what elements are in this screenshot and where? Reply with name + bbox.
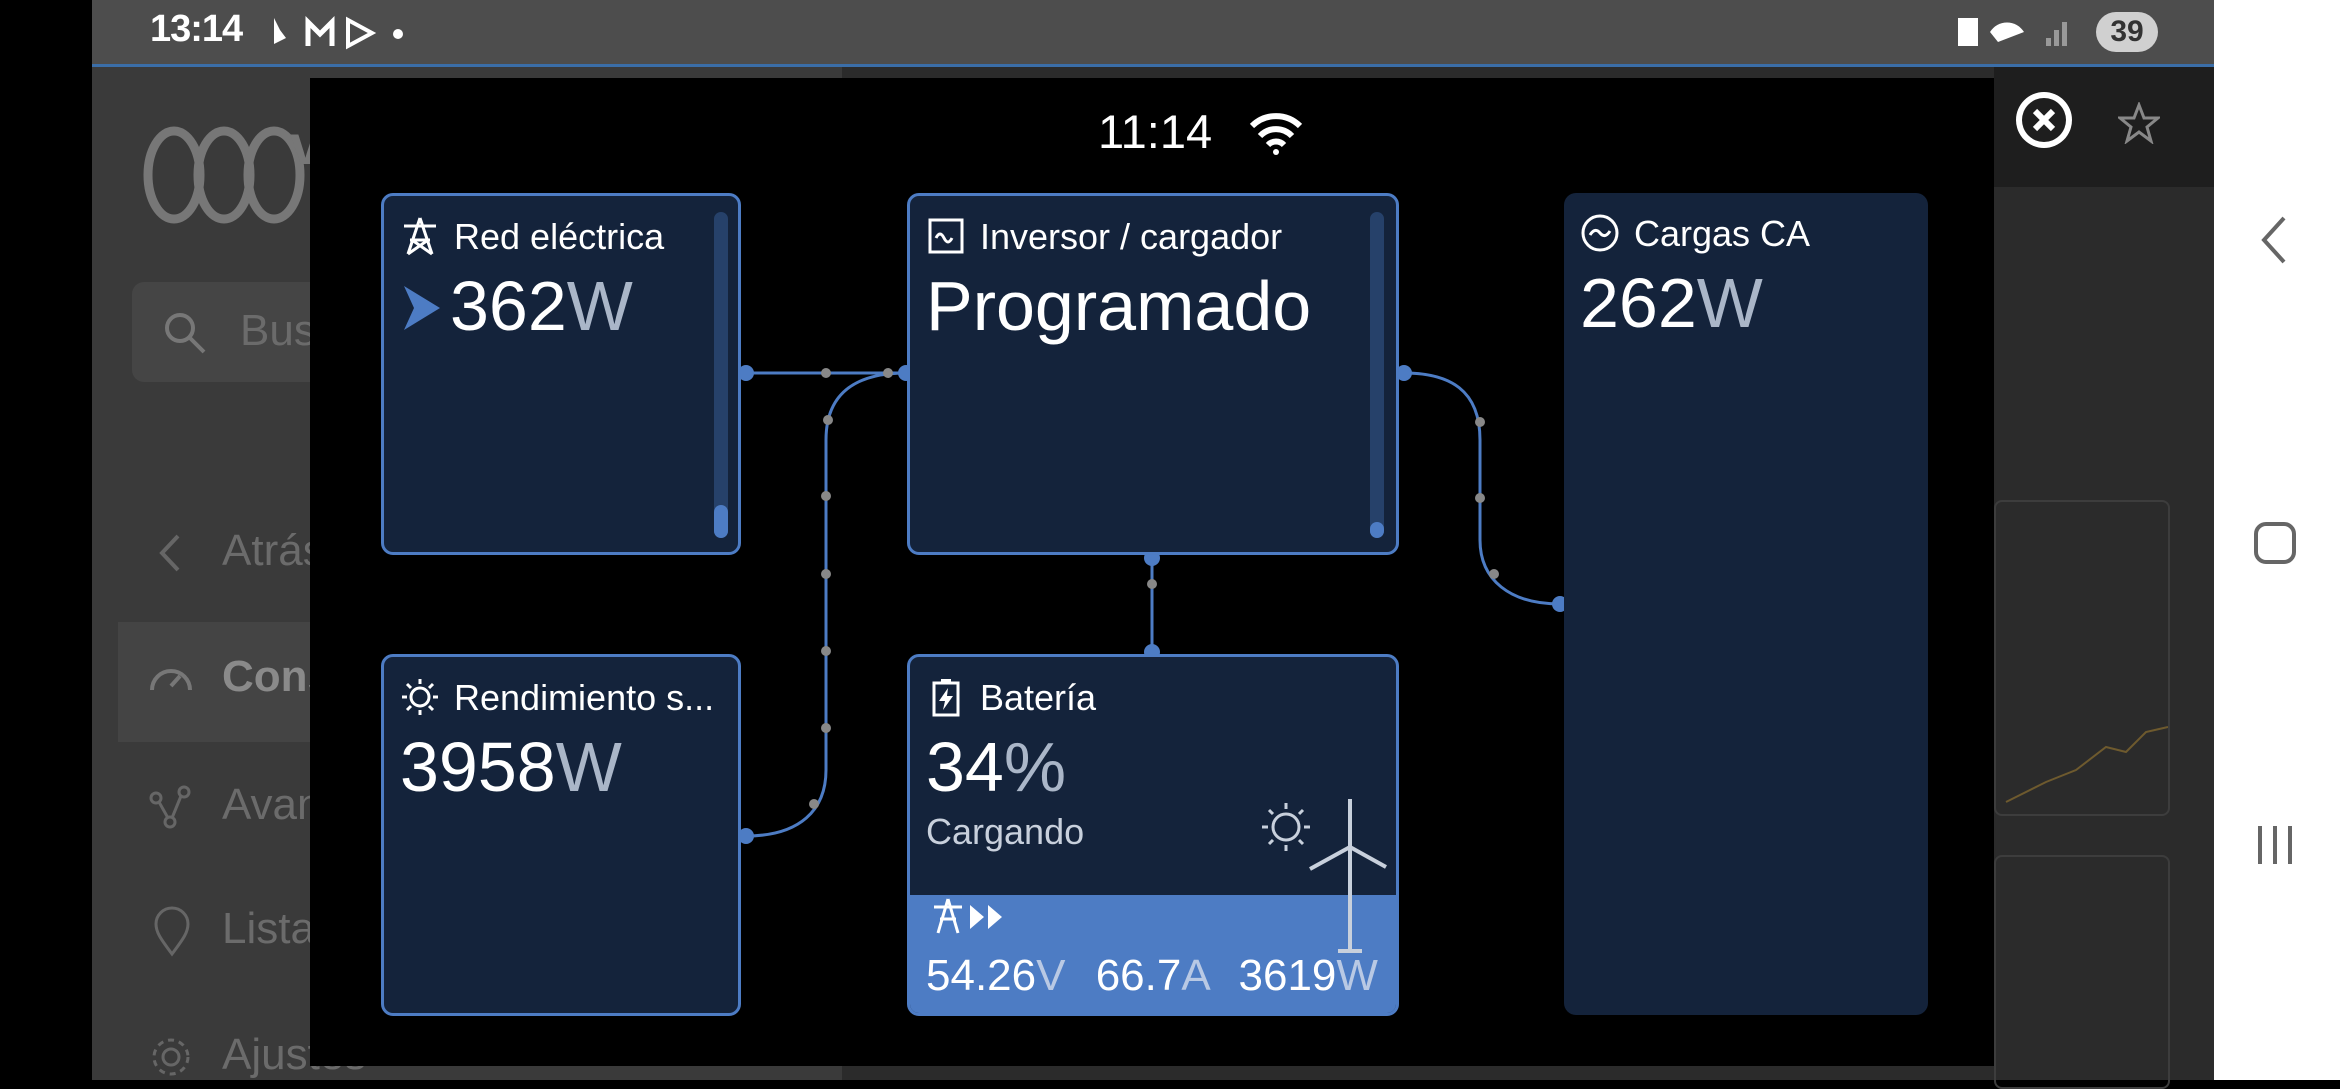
battery-power: 3619W xyxy=(1238,951,1378,1000)
background-card xyxy=(1994,500,2170,816)
gauge-icon xyxy=(146,656,196,711)
solar-yield-panel[interactable]: Rendimiento s... 3958W xyxy=(381,654,741,1016)
grid-title: Red eléctrica xyxy=(454,216,665,257)
search-icon xyxy=(160,308,210,363)
solar-title: Rendimiento s... xyxy=(454,677,715,718)
back-nav-button[interactable] xyxy=(2254,212,2294,268)
grid-power-value: 362W xyxy=(450,267,633,345)
battery-current: 66.7A xyxy=(1095,951,1209,1000)
background-chart-line xyxy=(2005,726,2169,803)
star-icon xyxy=(2115,100,2163,145)
status-bar: 13:14 39 xyxy=(92,0,2214,64)
solar-power-value: 3958W xyxy=(400,728,622,806)
power-tower-icon xyxy=(404,217,436,256)
ac-loads-power-value: 262W xyxy=(1580,264,1763,342)
ac-loads-title: Cargas CA xyxy=(1634,213,1811,254)
inverter-icon xyxy=(928,218,964,254)
battery-soc-value: 34% xyxy=(926,728,1067,806)
battery-electrical-values: 54.26V 66.7A 3619W xyxy=(926,951,1378,1001)
close-button[interactable] xyxy=(2012,88,2076,157)
battery-indicator: 39 xyxy=(2096,12,2158,52)
wifi-icon xyxy=(1249,113,1303,155)
battery-voltage: 54.26V xyxy=(926,951,1066,1000)
grid-level-bar xyxy=(714,212,728,538)
recents-nav-button[interactable] xyxy=(2252,822,2298,868)
home-nav-button[interactable] xyxy=(2252,520,2298,566)
close-icon xyxy=(2016,92,2072,148)
device-clock: 11:14 xyxy=(1098,105,1213,158)
victron-logo xyxy=(134,120,334,235)
notification-icons xyxy=(274,15,403,50)
system-status-icons xyxy=(1958,18,2067,46)
battery-title: Batería xyxy=(980,677,1097,718)
sun-icon xyxy=(402,679,438,715)
inverter-panel[interactable]: Inversor / cargador Programado xyxy=(907,193,1399,555)
ac-wave-icon xyxy=(1581,214,1619,252)
navigation-bar xyxy=(2214,0,2340,1080)
gear-icon xyxy=(148,1034,194,1085)
nav-back-label: Atrás xyxy=(222,526,325,575)
ac-loads-panel[interactable]: Cargas CA 262W xyxy=(1564,193,1928,1015)
status-divider xyxy=(92,64,2214,67)
battery-charging-icon xyxy=(932,679,960,717)
network-icon xyxy=(146,782,196,837)
inverter-level-fill xyxy=(1370,522,1384,538)
search-placeholder: Bus xyxy=(240,306,316,355)
location-icon xyxy=(150,906,194,963)
inverter-title: Inversor / cargador xyxy=(980,216,1283,257)
flow-direction-arrow-icon xyxy=(404,286,440,330)
sun-wind-sources-icon xyxy=(1262,799,1387,953)
battery-panel[interactable]: Batería 34% Cargando 54.26V 66.7A 3619W xyxy=(907,654,1399,1016)
grid-level-fill xyxy=(714,505,728,538)
back-chevron-icon xyxy=(150,528,190,583)
grid-charging-icon xyxy=(934,898,1002,934)
inverter-state: Programado xyxy=(926,267,1312,345)
inverter-level-bar xyxy=(1370,212,1384,538)
grid-panel[interactable]: Red eléctrica 362W xyxy=(381,193,741,555)
favorite-button[interactable] xyxy=(2115,100,2163,149)
battery-state: Cargando xyxy=(926,811,1085,852)
status-time: 13:14 xyxy=(150,8,243,50)
nav-item-list: Lista xyxy=(222,904,315,953)
nav-item-advanced: Avan xyxy=(222,780,322,829)
